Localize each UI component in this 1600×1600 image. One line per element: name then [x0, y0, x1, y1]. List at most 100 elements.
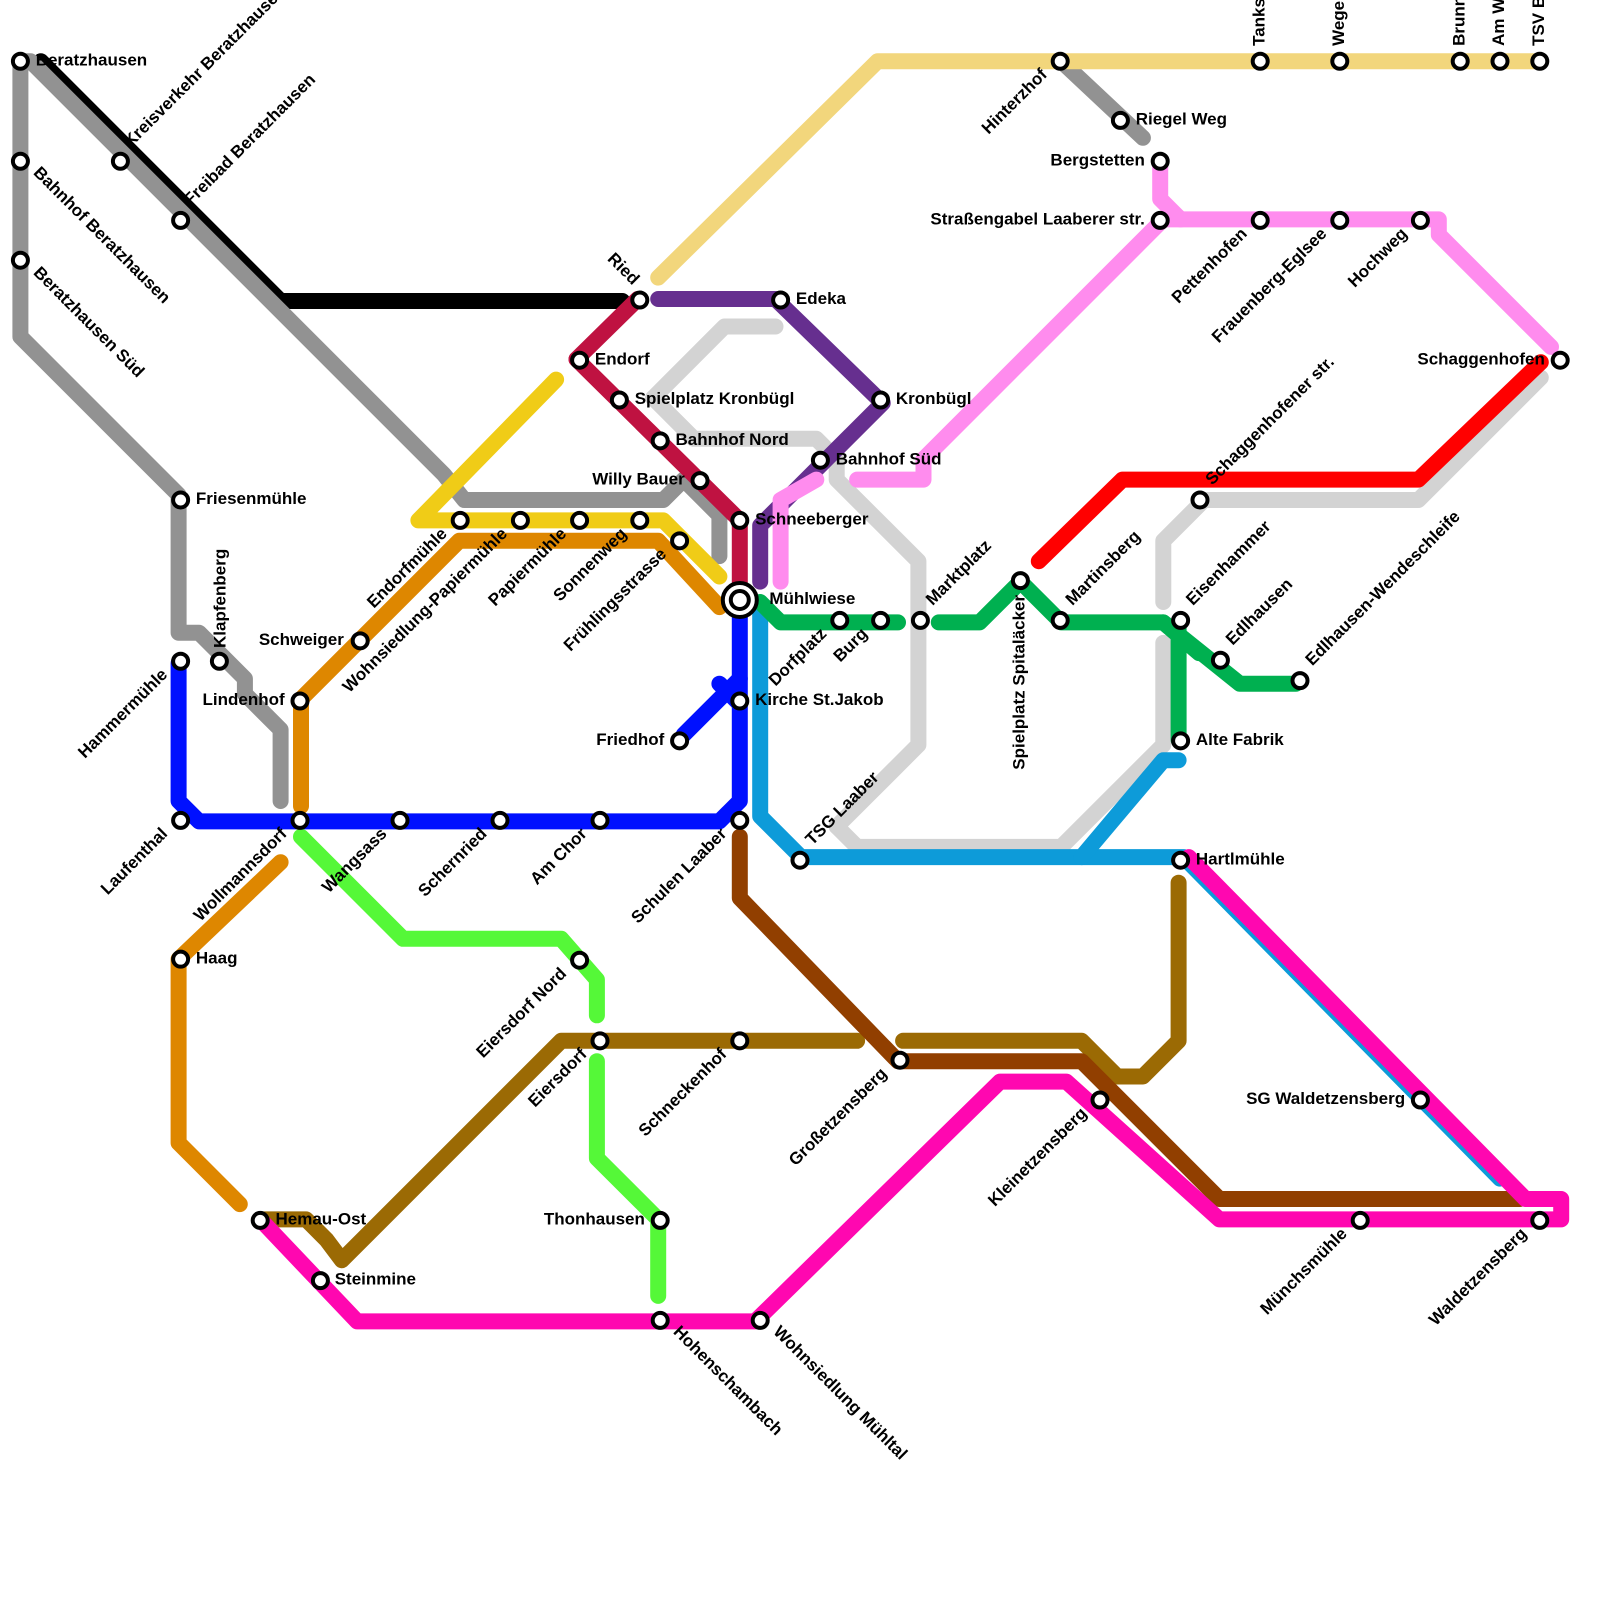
- station-label-hohenschambach[interactable]: Hohenschambach: [670, 1322, 787, 1439]
- station-marker-eiersdorf-nord[interactable]: [570, 950, 590, 970]
- station-marker-schulen-laaber[interactable]: [730, 810, 750, 830]
- station-label-dorfplatz[interactable]: Dorfplatz: [765, 624, 831, 690]
- station-label-schneeberger[interactable]: Schneeberger: [755, 509, 869, 528]
- station-label-pettenhofen[interactable]: Pettenhofen: [1168, 224, 1251, 307]
- station-marker-schernried[interactable]: [490, 810, 510, 830]
- station-label-laufenthal[interactable]: Laufenthal: [97, 824, 171, 898]
- station-marker-hohenschambach[interactable]: [650, 1310, 670, 1330]
- station-marker-wohnsiedlung-muehltal[interactable]: [750, 1310, 770, 1330]
- station-marker-schweiger[interactable]: [350, 631, 370, 651]
- station-marker-wegekreuz[interactable]: [1330, 51, 1350, 71]
- station-marker-dorfplatz[interactable]: [830, 610, 850, 630]
- station-label-hinterzhof[interactable]: Hinterzhof: [978, 65, 1051, 138]
- station-marker-bahnhof-sued[interactable]: [810, 450, 830, 470]
- station-label-lindenhof[interactable]: Lindenhof: [203, 690, 285, 709]
- station-label-am-werkschlag[interactable]: Am Werkschlag: [1489, 0, 1508, 46]
- station-marker-ried[interactable]: [630, 290, 650, 310]
- station-marker-fruehlingsstrasse[interactable]: [670, 531, 690, 551]
- station-marker-strassengabel[interactable]: [1150, 210, 1170, 230]
- station-label-friesenmuehle[interactable]: Friesenmühle: [196, 489, 307, 508]
- station-label-muehlwiese[interactable]: Mühlwiese: [769, 589, 855, 608]
- station-marker-kronbuegl[interactable]: [871, 390, 891, 410]
- station-label-grossetzensberg[interactable]: Großetzensberg: [785, 1064, 891, 1170]
- station-label-wohnsiedlung-muehltal[interactable]: Wohnsiedlung Mühltal: [770, 1322, 911, 1463]
- station-marker-sonnenweg[interactable]: [630, 510, 650, 530]
- station-label-tsv-brunn[interactable]: TSV Brunn: [1529, 0, 1548, 46]
- station-label-schaggenhofen[interactable]: Schaggenhofen: [1417, 349, 1545, 368]
- station-marker-bahnhof-beratzhausen[interactable]: [10, 151, 30, 171]
- station-label-spielplatz-spitalaecker[interactable]: Spielplatz Spitaläcker: [1009, 595, 1028, 770]
- station-label-endorf[interactable]: Endorf: [595, 349, 650, 368]
- station-label-strassengabel[interactable]: Straßengabel Laaberer str.: [930, 209, 1144, 228]
- station-marker-burg[interactable]: [871, 610, 891, 630]
- station-label-schernried[interactable]: Schernried: [414, 824, 490, 900]
- station-marker-eiersdorf[interactable]: [590, 1031, 610, 1051]
- station-label-schulen-laaber[interactable]: Schulen Laaber: [627, 824, 730, 927]
- station-label-kleinetzensberg[interactable]: Kleinetzensberg: [984, 1104, 1090, 1210]
- station-marker-freibad[interactable]: [171, 210, 191, 230]
- station-label-edlhausen[interactable]: Edlhausen: [1222, 575, 1296, 649]
- station-marker-marktplatz[interactable]: [910, 610, 930, 630]
- station-label-hartlmuehle[interactable]: Hartlmühle: [1196, 849, 1285, 868]
- station-label-alte-fabrik[interactable]: Alte Fabrik: [1196, 730, 1284, 749]
- station-label-wegekreuz[interactable]: Wegekreuz: [1329, 0, 1348, 46]
- station-marker-riegel-weg[interactable]: [1110, 110, 1130, 130]
- station-label-bergstetten[interactable]: Bergstetten: [1050, 150, 1144, 169]
- station-marker-beratzhausen[interactable]: [10, 51, 30, 71]
- station-marker-friedhof[interactable]: [670, 731, 690, 751]
- station-label-kronbuegl[interactable]: Kronbügl: [896, 389, 972, 408]
- station-label-am-chor[interactable]: Am Chor: [526, 824, 590, 888]
- station-label-schweiger[interactable]: Schweiger: [259, 630, 344, 649]
- station-marker-endorfmuehle[interactable]: [450, 510, 470, 530]
- station-marker-tankstelle[interactable]: [1250, 51, 1270, 71]
- station-marker-kirche[interactable]: [730, 691, 750, 711]
- station-marker-edeka[interactable]: [771, 290, 791, 310]
- station-marker-hemau-ost[interactable]: [250, 1210, 270, 1230]
- station-marker-brunn[interactable]: [1450, 51, 1470, 71]
- station-marker-pettenhofen[interactable]: [1250, 210, 1270, 230]
- station-label-hemau-ost[interactable]: Hemau-Ost: [276, 1209, 367, 1228]
- station-marker-papiermuehle[interactable]: [570, 510, 590, 530]
- station-marker-beratzhausen-sued[interactable]: [10, 250, 30, 270]
- station-label-schneckenhof[interactable]: Schneckenhof: [635, 1044, 731, 1140]
- station-label-ried[interactable]: Ried: [604, 249, 643, 288]
- station-label-martinsberg[interactable]: Martinsberg: [1062, 527, 1144, 609]
- station-label-klapfenberg[interactable]: Klapfenberg: [211, 549, 230, 648]
- station-label-muenchsmuehle[interactable]: Münchsmühle: [1257, 1224, 1351, 1318]
- station-marker-bergstetten[interactable]: [1150, 151, 1170, 171]
- station-marker-friesenmuehle[interactable]: [171, 490, 191, 510]
- station-label-spielplatz-kronbuegl[interactable]: Spielplatz Kronbügl: [635, 389, 795, 408]
- station-label-thonhausen[interactable]: Thonhausen: [544, 1209, 645, 1228]
- station-label-marktplatz[interactable]: Marktplatz: [922, 536, 995, 609]
- station-marker-edlhausen-wendeschleife[interactable]: [1290, 671, 1310, 691]
- station-marker-am-werkschlag[interactable]: [1490, 51, 1510, 71]
- station-marker-wollmannsdorf[interactable]: [290, 810, 310, 830]
- station-label-friedhof[interactable]: Friedhof: [596, 730, 664, 749]
- station-label-edlhausen-wendeschleife[interactable]: Edlhausen-Wendeschleife: [1302, 507, 1464, 669]
- station-marker-bahnhof-nord[interactable]: [650, 431, 670, 451]
- station-label-kirche[interactable]: Kirche St.Jakob: [755, 690, 884, 709]
- station-marker-schneckenhof[interactable]: [730, 1031, 750, 1051]
- station-marker-hartlmuehle[interactable]: [1171, 850, 1191, 870]
- station-marker-endorf[interactable]: [570, 350, 590, 370]
- station-marker-spielplatz-spitalaecker[interactable]: [1010, 571, 1030, 591]
- station-label-fruehlingsstrasse[interactable]: Frühlingsstrasse: [560, 544, 670, 654]
- station-marker-grossetzensberg[interactable]: [890, 1050, 910, 1070]
- station-marker-tsv-brunn[interactable]: [1530, 51, 1550, 71]
- station-label-schaggenhofener-str[interactable]: Schaggenhofener str.: [1202, 352, 1338, 488]
- station-marker-hammermuehle[interactable]: [171, 651, 191, 671]
- station-marker-tsg-laaber[interactable]: [790, 850, 810, 870]
- station-marker-muenchsmuehle[interactable]: [1350, 1210, 1370, 1230]
- station-label-riegel-weg[interactable]: Riegel Weg: [1136, 109, 1227, 128]
- station-marker-kleinetzensberg[interactable]: [1090, 1090, 1110, 1110]
- station-marker-kreisverkehr[interactable]: [110, 151, 130, 171]
- station-marker-schneeberger[interactable]: [730, 510, 750, 530]
- station-label-bahnhof-nord[interactable]: Bahnhof Nord: [676, 430, 789, 449]
- station-label-edeka[interactable]: Edeka: [796, 289, 847, 308]
- station-marker-sg-waldetzensberg[interactable]: [1410, 1090, 1430, 1110]
- station-marker-willy-bauer[interactable]: [690, 471, 710, 491]
- station-label-brunn[interactable]: Brunn: [1449, 0, 1468, 46]
- station-marker-edlhausen[interactable]: [1210, 650, 1230, 670]
- station-label-hochweg[interactable]: Hochweg: [1344, 224, 1411, 291]
- station-marker-hinterzhof[interactable]: [1050, 51, 1070, 71]
